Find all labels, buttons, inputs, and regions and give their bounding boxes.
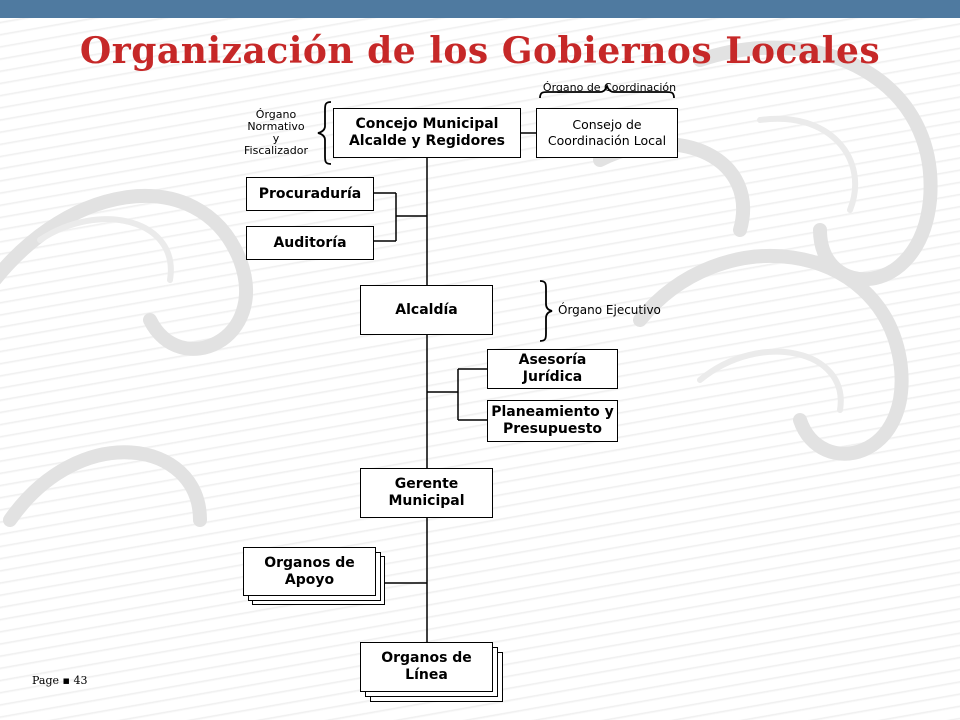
planeamiento-presupuesto-box: Planeamiento y Presupuesto: [487, 400, 618, 442]
page-title: Organización de los Gobiernos Locales: [79, 30, 881, 72]
organo-ejecutivo-label: Órgano Ejecutivo: [558, 303, 661, 317]
organo-normativo-label: Órgano Normativo y Fiscalizador: [244, 108, 308, 157]
concejo-municipal-box: Concejo Municipal Alcalde y Regidores: [333, 108, 521, 158]
page-separator: ▪: [62, 674, 70, 687]
organo-coordinacion-label: Órgano de Coordinación: [542, 81, 677, 94]
gerente-municipal-box: Gerente Municipal: [360, 468, 493, 518]
top-bar: [0, 0, 960, 18]
alcaldia-box: Alcaldía: [360, 285, 493, 335]
page-number-value: 43: [73, 674, 88, 687]
consejo-coordinacion-local-box: Consejo de Coordinación Local: [536, 108, 678, 158]
procuraduria-box: Procuraduría: [246, 177, 374, 211]
organos-linea-box: Organos de Línea: [360, 642, 493, 692]
page-label: Page: [32, 674, 60, 687]
auditoria-box: Auditoría: [246, 226, 374, 260]
organos-apoyo-box: Organos de Apoyo: [243, 547, 376, 596]
asesoria-juridica-box: Asesoría Jurídica: [487, 349, 618, 389]
page-footer: Page ▪ 43: [32, 674, 88, 687]
